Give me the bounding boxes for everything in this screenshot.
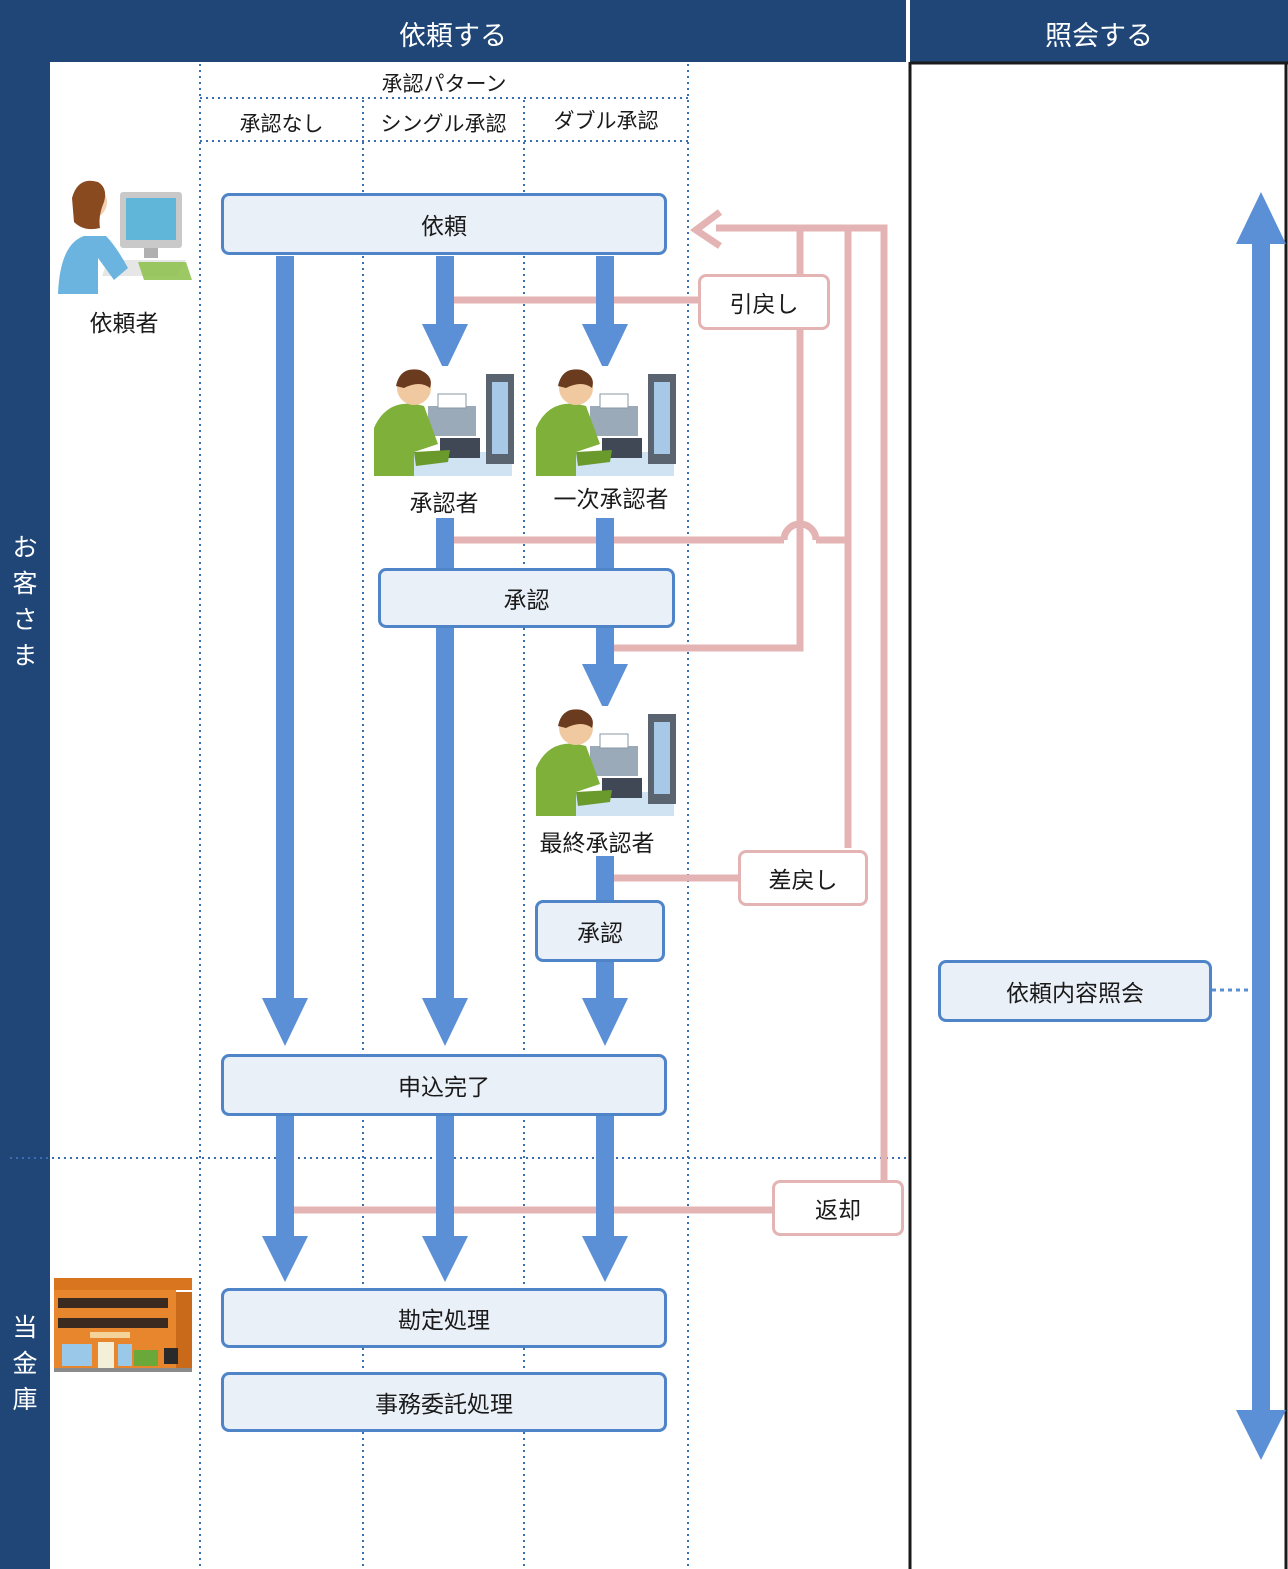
- bank-building-icon: [54, 1278, 192, 1372]
- first-approver-label: 一次承認者: [553, 487, 669, 513]
- label-return: 返却: [772, 1180, 904, 1236]
- label-send-back: 差戻し: [738, 850, 868, 906]
- first-approver-icon: [535, 365, 677, 477]
- return-lines: [290, 224, 888, 1214]
- step-outsourcing: 事務委託処理: [221, 1372, 667, 1432]
- step-accounting: 勘定処理: [221, 1288, 667, 1348]
- requester-label: 依頼者: [89, 311, 159, 337]
- pattern-no-approval: 承認なし: [239, 112, 324, 136]
- lane-sidebar: [0, 62, 50, 1569]
- lane-label-bank: 当 金 庫: [12, 1313, 38, 1414]
- return-arrowhead: [689, 209, 723, 249]
- request-header-bar: [0, 0, 906, 62]
- pattern-double-approval: ダブル承認: [553, 109, 659, 133]
- approver-label: 承認者: [409, 491, 479, 517]
- lane-label-customer: お 客 さ ま: [12, 533, 38, 670]
- step-complete: 申込完了: [221, 1054, 667, 1116]
- pattern-title: 承認パターン: [381, 72, 507, 96]
- flow-arrows: [262, 192, 1286, 1460]
- request-header: 依頼する: [399, 21, 507, 52]
- step-approve-2: 承認: [535, 900, 665, 962]
- final-approver-label: 最終承認者: [539, 831, 655, 857]
- pattern-single-approval: シングル承認: [380, 112, 507, 136]
- label-withdraw: 引戻し: [698, 274, 830, 330]
- final-approver-icon: [535, 705, 677, 817]
- approver-icon: [373, 365, 515, 477]
- step-approve-1: 承認: [378, 568, 675, 628]
- step-request: 依頼: [221, 193, 667, 255]
- woman-at-computer-icon: [58, 180, 192, 294]
- inquiry-header-bar: [910, 0, 1288, 62]
- inquiry-header: 照会する: [1045, 21, 1153, 52]
- step-inquiry: 依頼内容照会: [938, 960, 1212, 1022]
